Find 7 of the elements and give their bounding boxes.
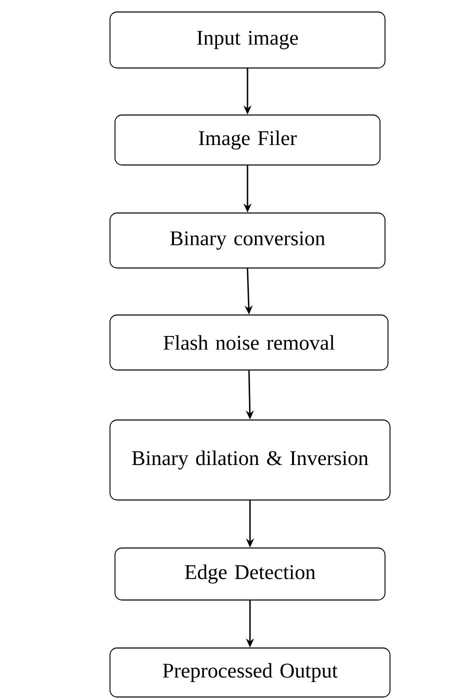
process-box: Flash noise removal — [110, 314, 388, 370]
process-box: Image Filer — [114, 114, 380, 166]
process-box: Edge Detection — [114, 548, 386, 600]
process-box: Binary dilation & Inversion — [110, 420, 390, 500]
process-box: Input image — [110, 12, 386, 68]
process-box: Binary conversion — [110, 212, 386, 268]
process-box: Preprocessed Output — [110, 648, 390, 698]
